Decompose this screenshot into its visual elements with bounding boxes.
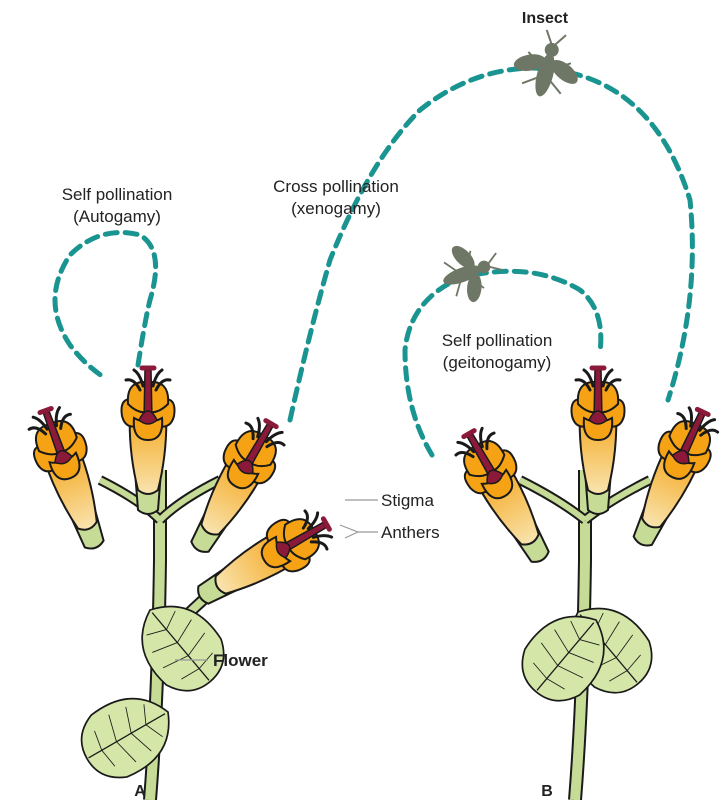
plant-b: [446, 368, 725, 800]
anthers-label: Anthers: [381, 523, 440, 542]
insect-label: Insect: [522, 10, 569, 27]
plant-a-label: A: [134, 783, 146, 800]
autogamy-label: (Autogamy): [73, 207, 161, 226]
flower-label: Flower: [213, 651, 268, 670]
plant-a: [21, 368, 340, 800]
stigma-label: Stigma: [381, 491, 434, 510]
cross-pollination-label: Cross pollination: [273, 177, 399, 196]
self-pollination-autogamy-label: Self pollination: [62, 185, 173, 204]
plant-b-label: B: [541, 783, 553, 800]
self-pollination-geitonogamy-label: Self pollination: [442, 331, 553, 350]
xenogamy-label: (xenogamy): [291, 199, 381, 218]
insect-icon: [505, 23, 591, 105]
autogamy-path: [55, 233, 156, 379]
geitonogamy-label: (geitonogamy): [443, 353, 552, 372]
